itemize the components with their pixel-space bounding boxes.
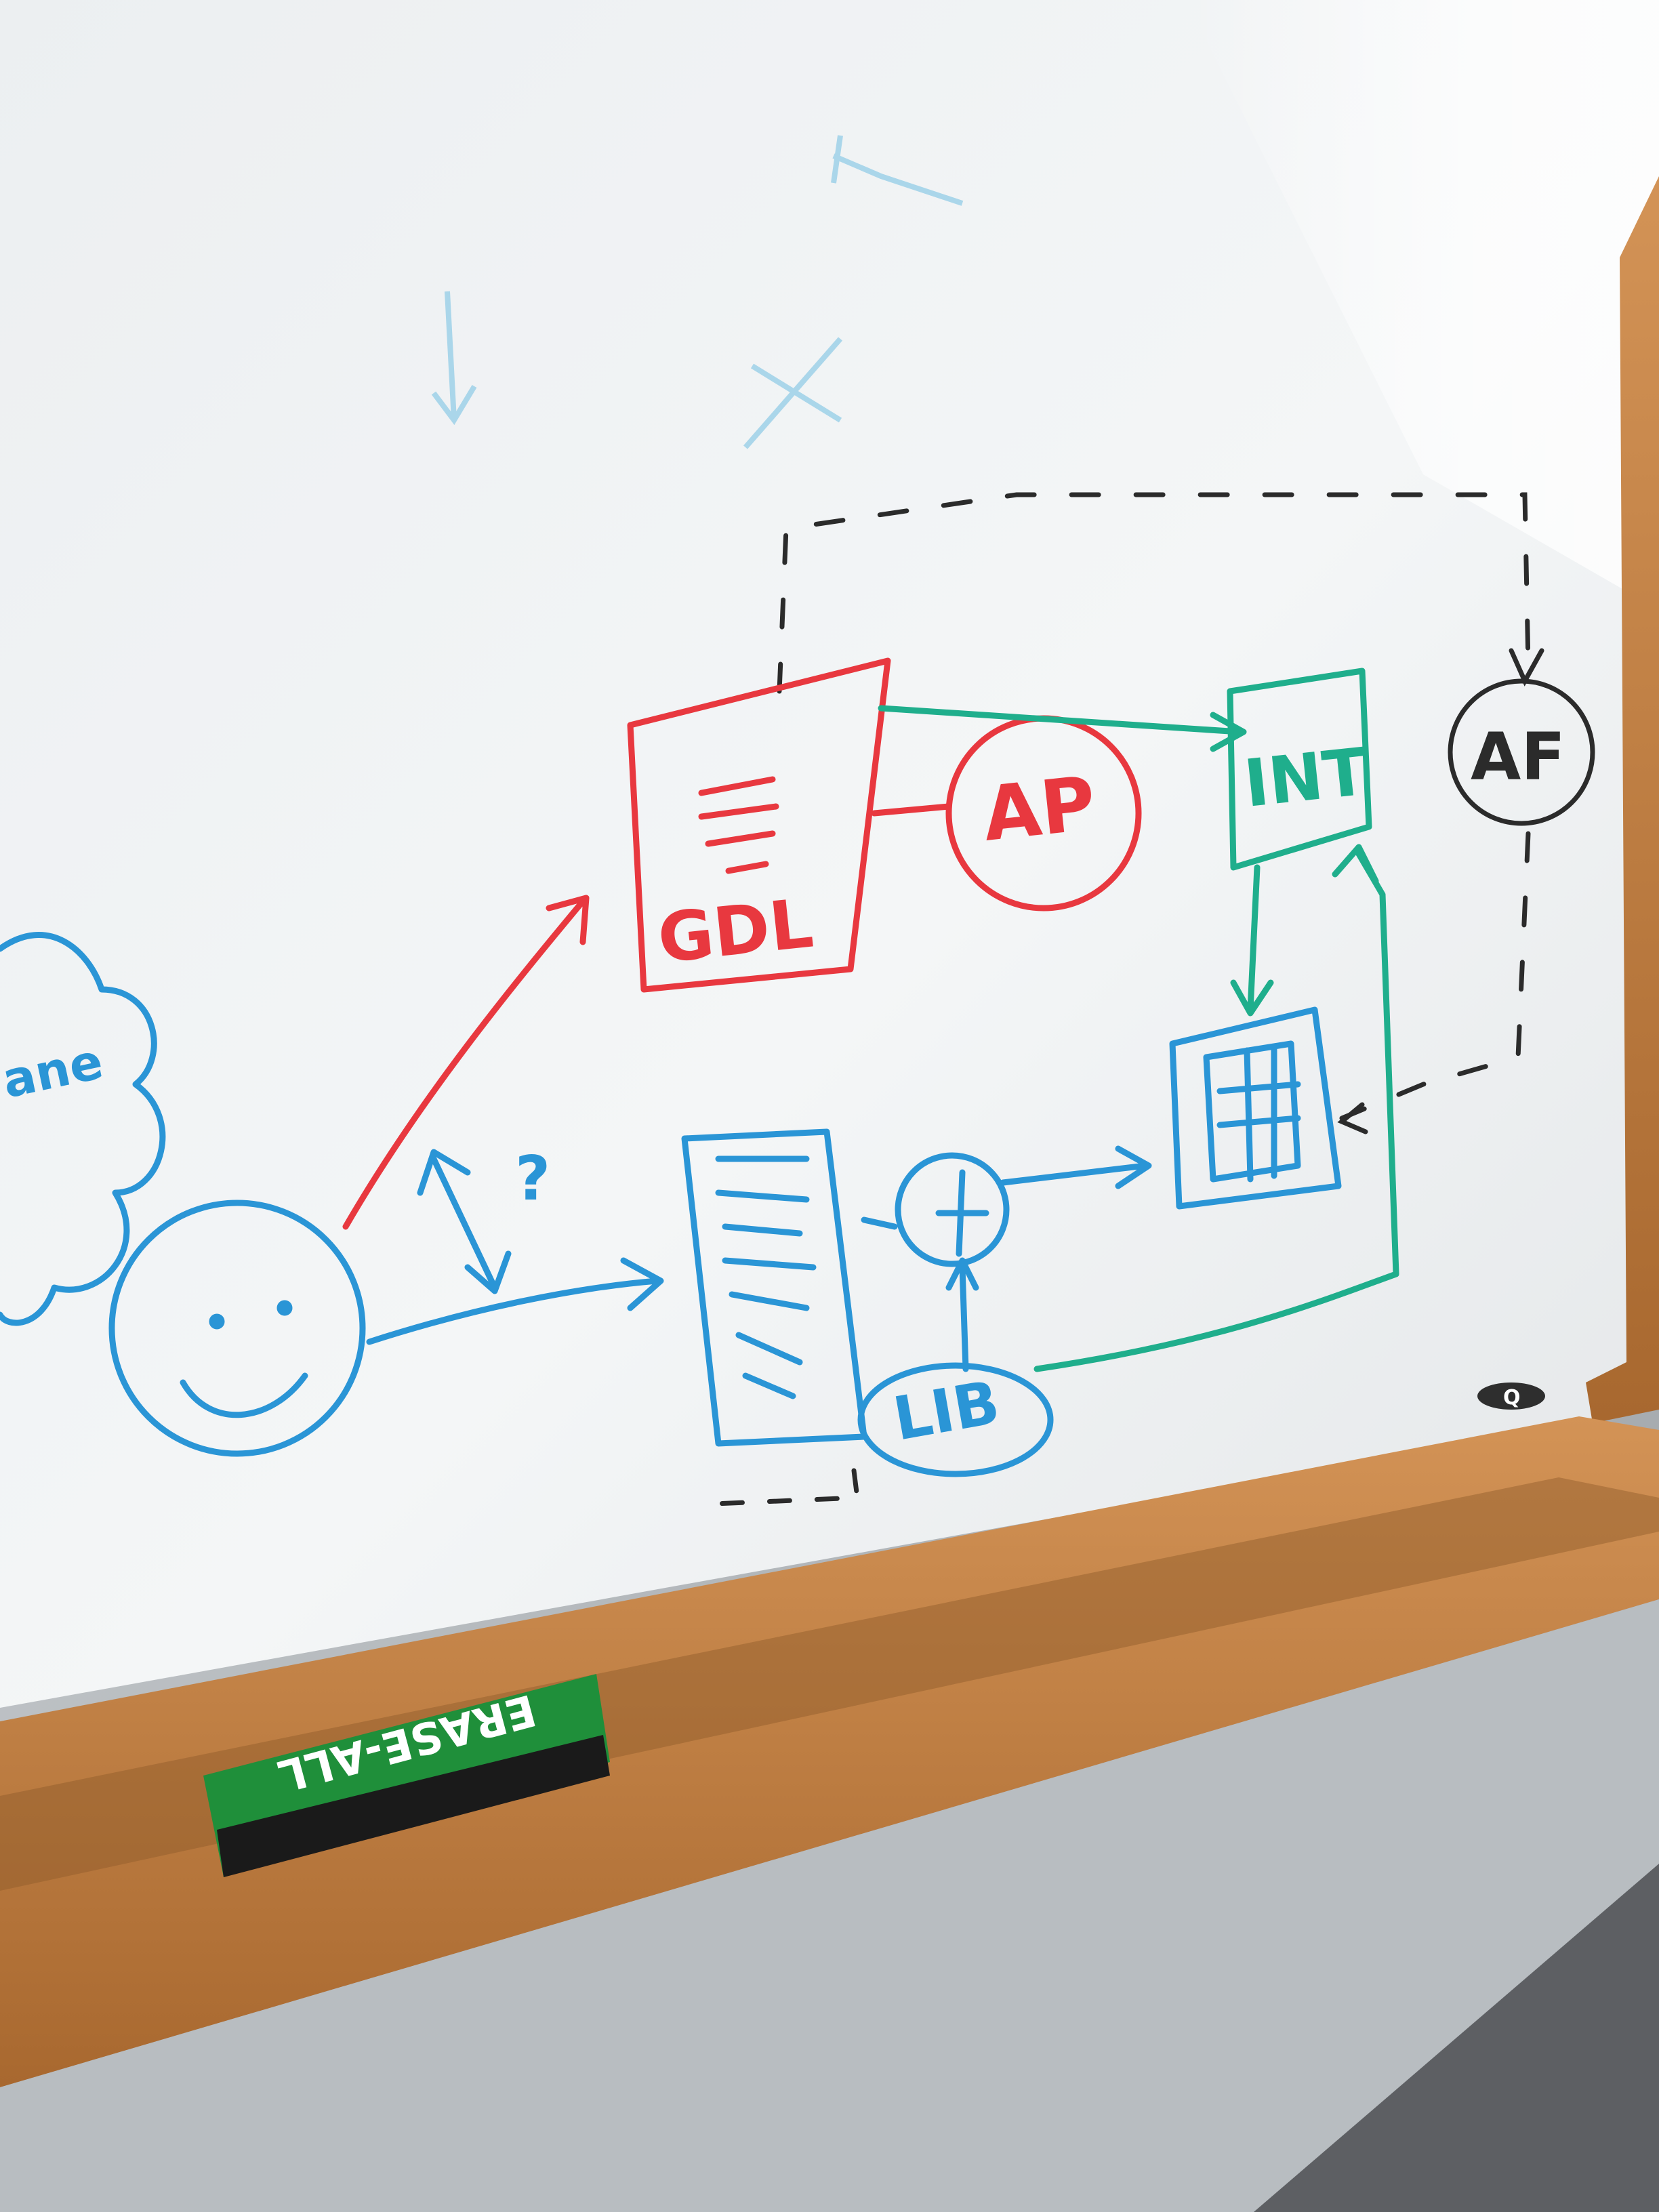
dashed-connector-bottom: [695, 1468, 860, 1507]
dashed-connector-right: [1339, 831, 1531, 1121]
black-marker-drawings: [1337, 648, 1595, 1134]
grid-icon: [1169, 1006, 1342, 1210]
gdl-label: GDL: [654, 884, 817, 979]
arrow-to-document: [366, 1257, 664, 1345]
ap-label: AP: [979, 760, 1099, 858]
lib-to-int-line: [1033, 844, 1399, 1372]
double-arrow: [417, 1149, 512, 1294]
question-mark: ?: [515, 1143, 550, 1214]
gdl-document-icon: [627, 657, 891, 993]
marker-tray: [0, 1416, 1659, 2087]
dashed-connector-top: [777, 492, 1531, 694]
blue-marker-drawings: [0, 932, 1342, 1477]
svg-text:Q: Q: [1503, 1386, 1521, 1410]
cloud-shape: [0, 932, 166, 1326]
board-badge: Q: [1477, 1382, 1545, 1410]
int-label: INT: [1241, 734, 1371, 822]
int-to-grid-arrow: [1230, 864, 1274, 1017]
af-node: [1448, 678, 1595, 826]
window-glare: [1186, 0, 1659, 610]
board-frame-right: [1586, 176, 1659, 1423]
smiley-face-icon: [108, 1200, 366, 1457]
lower-wall: [0, 1599, 1659, 2212]
green-marker-drawings: [878, 668, 1399, 1372]
arrow-to-gdl: [342, 895, 590, 1230]
shadow-corner: [1254, 1864, 1659, 2212]
gdl-to-int-line: [878, 705, 1247, 752]
lib-node: [857, 1362, 1054, 1477]
whiteboard-surface: [0, 0, 1659, 1708]
faint-marks: [431, 135, 964, 449]
red-marker-drawings: [342, 657, 1142, 1230]
arrow-to-grid: [1000, 1145, 1152, 1189]
function-node: [895, 1152, 1010, 1267]
af-label: AF: [1471, 719, 1565, 795]
int-node: [1227, 668, 1372, 871]
